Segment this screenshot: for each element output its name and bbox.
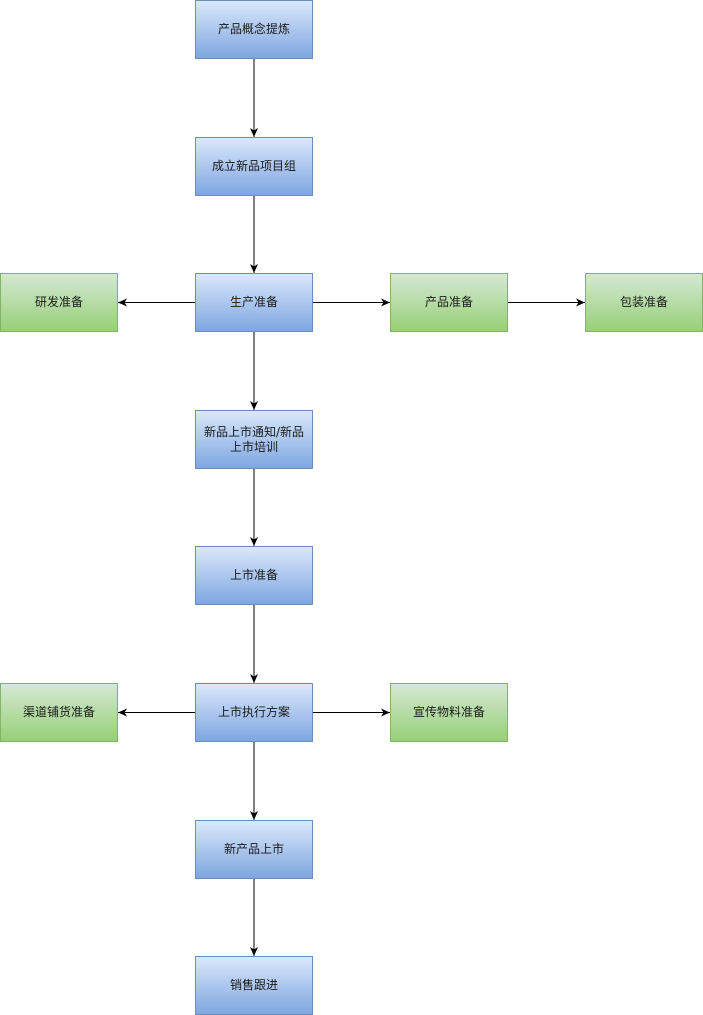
node-notice[interactable]: 新品上市通知/新品上市培训 bbox=[195, 410, 313, 469]
node-launch-prep-label: 上市准备 bbox=[229, 568, 278, 582]
node-concept-label: 产品概念提炼 bbox=[217, 22, 290, 36]
node-production-label: 生产准备 bbox=[229, 295, 278, 309]
node-execution-label: 上市执行方案 bbox=[217, 705, 290, 719]
node-promo[interactable]: 宣传物料准备 bbox=[390, 683, 508, 742]
node-notice-label: 新品上市通知/新品上市培训 bbox=[203, 424, 305, 454]
node-followup[interactable]: 销售跟进 bbox=[195, 956, 313, 1015]
node-launch-label: 新产品上市 bbox=[223, 842, 284, 856]
node-promo-label: 宣传物料准备 bbox=[412, 705, 485, 719]
node-rnd[interactable]: 研发准备 bbox=[0, 273, 118, 332]
node-packaging[interactable]: 包装准备 bbox=[585, 273, 703, 332]
node-team-label: 成立新品项目组 bbox=[211, 159, 296, 173]
node-launch-prep[interactable]: 上市准备 bbox=[195, 546, 313, 605]
node-launch[interactable]: 新产品上市 bbox=[195, 820, 313, 879]
node-execution[interactable]: 上市执行方案 bbox=[195, 683, 313, 742]
node-product[interactable]: 产品准备 bbox=[390, 273, 508, 332]
node-rnd-label: 研发准备 bbox=[34, 295, 83, 309]
node-channel[interactable]: 渠道铺货准备 bbox=[0, 683, 118, 742]
node-followup-label: 销售跟进 bbox=[229, 978, 278, 992]
node-packaging-label: 包装准备 bbox=[619, 295, 668, 309]
node-production[interactable]: 生产准备 bbox=[195, 273, 313, 332]
node-concept[interactable]: 产品概念提炼 bbox=[195, 0, 313, 59]
node-team[interactable]: 成立新品项目组 bbox=[195, 137, 313, 196]
node-product-label: 产品准备 bbox=[424, 295, 473, 309]
node-channel-label: 渠道铺货准备 bbox=[22, 705, 95, 719]
